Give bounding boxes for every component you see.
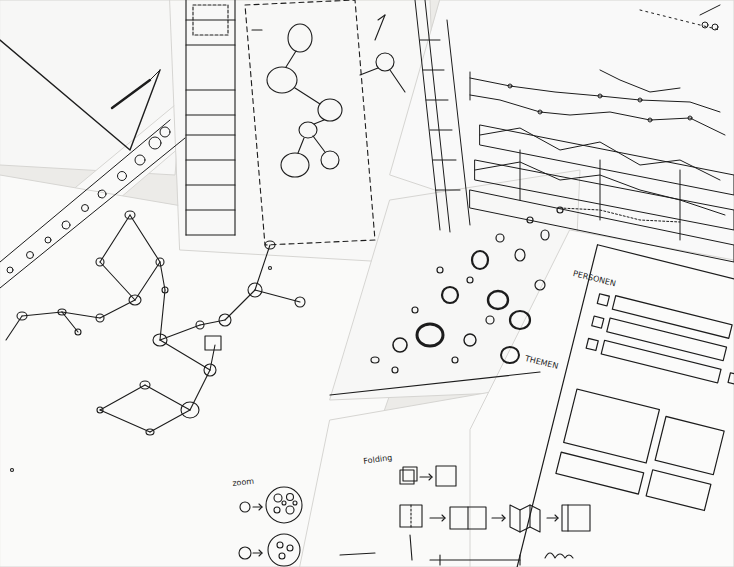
photo-stage: PERSONENTHEMENFoldingzoom <box>0 0 734 567</box>
sketch-papers <box>0 0 734 567</box>
